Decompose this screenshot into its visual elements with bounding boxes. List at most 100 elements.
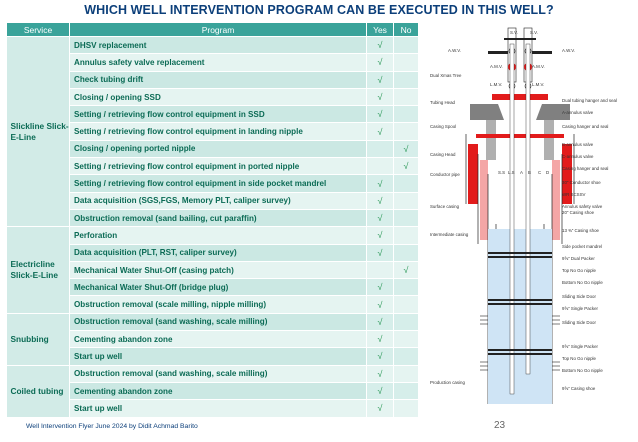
page-number: 23	[494, 420, 506, 431]
program-cell: Cementing abandon zone	[69, 382, 367, 401]
service-cell: Slickline Slick-E-Line	[6, 36, 70, 228]
right-label: 13 ⅜" Casing shoe	[562, 228, 600, 233]
program-cell: Perforation	[69, 226, 367, 245]
left-label: Tubing Head	[430, 100, 456, 105]
well-completion-diagram: S.V.S.V.A.W.V.A.W.V.A.M.V.A.M.V.L.M.V.L.…	[428, 24, 634, 416]
no-mark-cell	[393, 382, 419, 401]
no-mark-cell	[393, 399, 419, 418]
no-mark-cell	[393, 330, 419, 349]
no-mark-cell	[393, 278, 419, 297]
yes-mark-cell: √	[366, 122, 394, 141]
left-label: Intermediate casing	[430, 232, 469, 237]
program-cell: Annulus safety valve replacement	[69, 53, 367, 72]
valve-label: S.V.	[510, 30, 518, 35]
no-mark-cell	[393, 347, 419, 366]
right-label: Side pocket mandrel	[562, 244, 602, 249]
service-cell: Snubbing	[6, 313, 70, 366]
program-cell: Closing / opening SSD	[69, 88, 367, 107]
right-label: Sliding Side Door	[562, 294, 596, 299]
yes-mark-cell: √	[366, 71, 394, 89]
right-label: 20" Casing shoe	[562, 210, 595, 215]
yes-mark-cell: √	[366, 53, 394, 72]
program-cell: Mechanical Water Shut-Off (casing patch)	[69, 261, 367, 280]
right-label: 9⅝" Casing shoe	[562, 386, 596, 391]
right-label: Dual tubing hanger and seal	[562, 98, 617, 103]
yes-mark-cell: √	[366, 399, 394, 418]
yes-mark-cell: √	[366, 295, 394, 314]
program-cell: Start up well	[69, 399, 367, 418]
no-mark-cell	[393, 365, 419, 383]
yes-mark-cell: √	[366, 192, 394, 210]
yes-mark-cell	[366, 261, 394, 280]
no-mark-cell: √	[393, 261, 419, 280]
right-label: Bottom No Go nipple	[562, 368, 603, 373]
left-label: Casing Head	[430, 152, 456, 157]
footer-text: Well Intervention Flyer June 2024 by Did…	[26, 423, 198, 430]
yes-mark-cell: √	[366, 209, 394, 228]
no-header: No	[393, 22, 419, 37]
right-label: 30" Conductor shoe	[562, 180, 601, 185]
yes-mark-cell: √	[366, 382, 394, 401]
table-row: Start up well√	[7, 347, 419, 366]
right-label: Bottom No Go nipple	[562, 280, 603, 285]
valve-labels: S.V.S.V.A.W.V.A.W.V.A.M.V.A.M.V.L.M.V.L.…	[448, 30, 575, 175]
right-label: C-annulus valve	[562, 154, 594, 159]
table-row: Cementing abandon zone√	[7, 330, 419, 349]
table-row: Setting / retrieving flow control equipm…	[7, 105, 419, 124]
table-row: Obstruction removal (scale milling, nipp…	[7, 295, 419, 314]
left-label: Dual Xmas Tree	[430, 73, 462, 78]
page-title: WHICH WELL INTERVENTION PROGRAM CAN BE E…	[84, 3, 554, 17]
program-cell: Cementing abandon zone	[69, 330, 367, 349]
yes-mark-cell: √	[366, 88, 394, 107]
program-cell: Check tubing drift	[69, 71, 367, 89]
program-cell: Obstruction removal (scale milling, nipp…	[69, 295, 367, 314]
program-cell: Setting / retrieving flow control equipm…	[69, 157, 367, 176]
right-label: Annulus safety valve	[562, 204, 603, 209]
yes-mark-cell: √	[366, 226, 394, 245]
perforations	[480, 315, 560, 371]
no-mark-cell	[393, 122, 419, 141]
table-row: Data acquisition (SGS,FGS, Memory PLT, c…	[7, 192, 419, 210]
right-label: WR SCSSV	[562, 192, 585, 197]
program-cell: Closing / opening ported nipple	[69, 140, 367, 159]
program-cell: Start up well	[69, 347, 367, 366]
table-row: Closing / opening ported nipple √	[7, 140, 419, 159]
program-cell: DHSV replacement	[69, 36, 367, 55]
valve-label: L.M.V.	[532, 82, 544, 87]
table-row: Annulus safety valve replacement√	[7, 53, 419, 72]
valve-label: L.S	[508, 170, 515, 175]
program-cell: Data acquisition (SGS,FGS, Memory PLT, c…	[69, 192, 367, 210]
left-label: Surface casing	[430, 204, 460, 209]
yes-mark-cell: √	[366, 347, 394, 366]
intervention-table: Service Program Yes No Slickline Slick-E…	[6, 22, 419, 418]
table-row: Mechanical Water Shut-Off (casing patch)…	[7, 261, 419, 280]
right-label: Top No Go nipple	[562, 268, 596, 273]
program-cell: Mechanical Water Shut-Off (bridge plug)	[69, 278, 367, 297]
table-row: Obstruction removal (sand bailing, cut p…	[7, 209, 419, 228]
valve-label: A.M.V.	[532, 64, 545, 69]
no-mark-cell: √	[393, 157, 419, 176]
right-label: Top No Go nipple	[562, 356, 596, 361]
no-mark-cell	[393, 88, 419, 107]
no-mark-cell	[393, 53, 419, 72]
valve-label: L.M.V.	[490, 82, 502, 87]
no-mark-cell	[393, 209, 419, 228]
right-label: 9⅝" Single Packer	[562, 344, 599, 349]
valve-label: C	[538, 170, 541, 175]
no-mark-cell	[393, 174, 419, 193]
right-label: Sliding Side Door	[562, 320, 596, 325]
yes-mark-cell: √	[366, 105, 394, 124]
no-mark-cell: √	[393, 140, 419, 159]
valve-label: B	[528, 170, 531, 175]
yes-header: Yes	[366, 22, 394, 37]
wellhead-seals	[468, 94, 572, 240]
yes-mark-cell: √	[366, 174, 394, 193]
right-label: B-annulus valve	[562, 142, 594, 147]
table-row: Data acquisition (PLT, RST, caliper surv…	[7, 244, 419, 262]
right-label: 9⅝" Dual Packer	[562, 256, 595, 261]
yes-mark-cell: √	[366, 365, 394, 383]
